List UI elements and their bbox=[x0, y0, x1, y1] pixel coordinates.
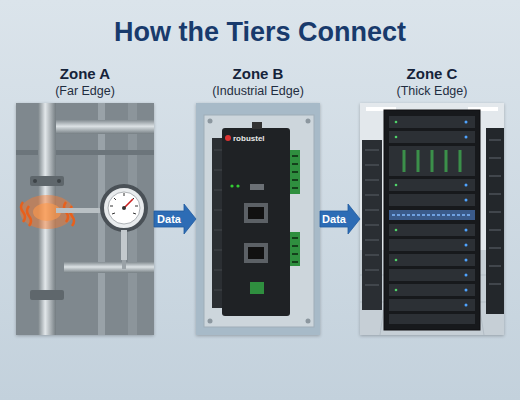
zone-subtitle: (Thick Edge) bbox=[336, 83, 520, 99]
zone-heading: Zone C(Thick Edge) bbox=[336, 64, 520, 99]
arrow-label: Data bbox=[157, 213, 181, 226]
data-arrow bbox=[320, 204, 360, 234]
data-arrow bbox=[154, 204, 196, 234]
gateway-device bbox=[196, 103, 320, 335]
diagram-title: How the Tiers Connect bbox=[0, 16, 520, 48]
zone-subtitle: (Far Edge) bbox=[0, 83, 178, 99]
zone-heading: Zone A(Far Edge) bbox=[0, 64, 178, 99]
pipe-scene bbox=[16, 103, 154, 335]
zone-panel: Zone C(Thick Edge) bbox=[360, 103, 504, 335]
zone-subtitle: (Industrial Edge) bbox=[172, 83, 344, 99]
zone-heading: Zone B(Industrial Edge) bbox=[172, 64, 344, 99]
server-rack bbox=[360, 103, 504, 335]
zone-panel: Zone A(Far Edge) bbox=[16, 103, 154, 335]
zone-name: Zone A bbox=[0, 64, 178, 83]
zone-name: Zone B bbox=[172, 64, 344, 83]
arrow-label: Data bbox=[322, 213, 346, 226]
zone-name: Zone C bbox=[336, 64, 520, 83]
brand-label: robustel bbox=[233, 134, 265, 144]
